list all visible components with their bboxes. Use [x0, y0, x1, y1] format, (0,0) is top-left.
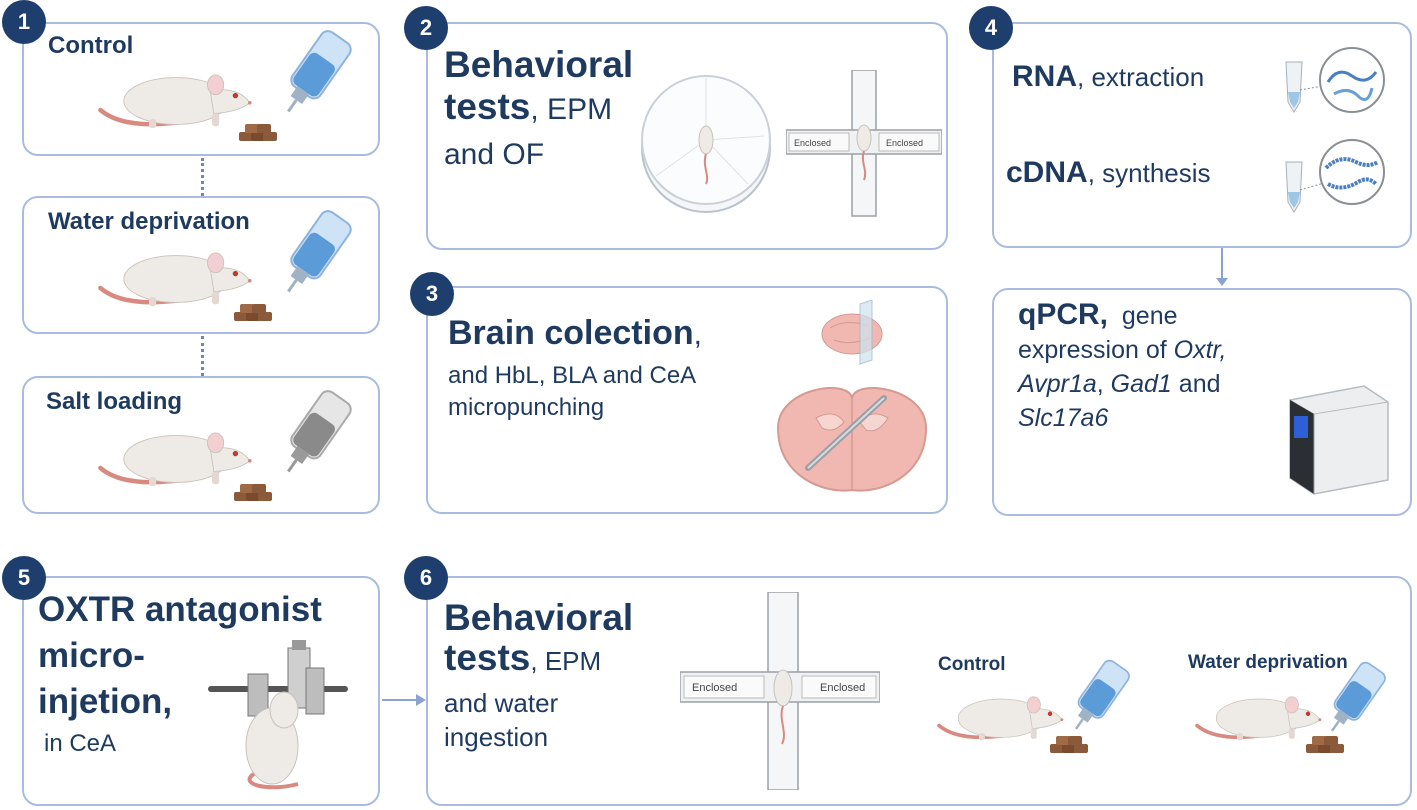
title-bold: Behavioral: [444, 44, 634, 85]
saline-bottle-icon: [286, 388, 356, 483]
title-line3: and OF: [444, 138, 545, 171]
maze-label-enclosed: Enclosed: [886, 138, 923, 148]
maze-label-enclosed: Enclosed: [820, 682, 865, 694]
rna-tube-magnifier-icon: [1285, 47, 1385, 113]
cdna-synthesis-text: cDNA, synthesis: [1006, 156, 1211, 190]
brain-collection-title: Brain colection,: [448, 314, 702, 353]
title-bold: Brain colection: [448, 314, 694, 352]
gene-and: and: [1171, 370, 1221, 398]
food-pellets-icon: [234, 304, 272, 321]
rna-cdna-card: RNA, extraction cDNA, synthesis: [992, 22, 1412, 248]
rna-rest: , extraction: [1077, 62, 1205, 92]
food-pellets-icon: [1306, 736, 1344, 753]
gene-oxtr: Oxtr,: [1173, 336, 1227, 364]
oxtr-line3: injetion,: [38, 682, 173, 721]
behavioral-tests-card: Behavioral tests, EPM and OF Enclosed En…: [426, 22, 948, 250]
step-badge-3: 3: [410, 272, 454, 316]
title-rest: ,: [693, 318, 702, 351]
brain-collection-line2: and HbL, BLA and CeA: [448, 362, 697, 389]
title-rest: , EPM: [530, 93, 613, 126]
brain-slice-icon: [821, 300, 883, 365]
coronal-brain-section-icon: [776, 387, 928, 492]
qpcr-machine-icon: [1289, 385, 1389, 495]
gene-slc17a6: Slc17a6: [1018, 404, 1109, 432]
qpcr-text: qPCR, gene expression of Oxtr, Avpr1a, G…: [1018, 298, 1278, 435]
oxtr-line4: in CeA: [44, 730, 117, 757]
water-deprivation-label: Water deprivation: [1188, 652, 1348, 673]
maze-label-enclosed: Enclosed: [794, 138, 831, 148]
open-field-arena-icon: [641, 75, 771, 213]
food-pellets-icon: [234, 484, 272, 501]
behavioral-water-ingestion-card: Behavioral tests, EPM and water ingestio…: [426, 576, 1412, 806]
title-rest: , EPM: [530, 646, 602, 676]
cdna-bold: cDNA: [1006, 156, 1088, 189]
dotted-connector: [201, 336, 204, 376]
qpcr-line2: expression of: [1018, 336, 1174, 364]
behavioral-tests-title: Behavioral tests, EPM: [444, 598, 633, 681]
rna-extraction-text: RNA, extraction: [1012, 60, 1204, 94]
control-label: Control: [48, 32, 134, 59]
stereotaxic-injection-icon: [208, 640, 348, 790]
control-group-card: Control: [22, 22, 380, 156]
elevated-plus-maze-icon: Enclosed Enclosed: [680, 592, 880, 790]
step-badge-1: 1: [2, 0, 46, 44]
salt-loading-label: Salt loading: [46, 388, 183, 415]
salt-loading-card: Salt loading: [22, 376, 380, 514]
oxtr-line1: OXTR antagonist: [38, 590, 322, 629]
oxtr-antagonist-card: OXTR antagonist micro- injetion, in CeA: [22, 576, 380, 806]
elevated-plus-maze-icon: Enclosed Enclosed: [786, 70, 942, 217]
title-line3: and water: [444, 688, 559, 718]
rna-bold: RNA: [1012, 60, 1077, 93]
water-deprivation-card: Water deprivation: [22, 196, 380, 334]
food-pellets-icon: [239, 124, 277, 141]
title-line4: ingestion: [444, 722, 549, 752]
title-bold: Behavioral: [444, 597, 634, 638]
gene-gad1: Gad1: [1110, 370, 1172, 398]
down-arrow-connector: [1216, 248, 1228, 286]
dotted-connector: [201, 158, 204, 196]
gene-separator: ,: [1096, 370, 1111, 398]
maze-label-enclosed: Enclosed: [692, 682, 737, 694]
control-label: Control: [938, 654, 1006, 675]
behavioral-tests-title: Behavioral tests, EPM and OF: [444, 44, 633, 176]
qpcr-line1-rest: gene: [1121, 302, 1178, 330]
oxtr-line2: micro-: [38, 636, 145, 675]
step-badge-5: 5: [2, 556, 46, 600]
brain-collection-card: Brain colection, and HbL, BLA and CeA mi…: [426, 286, 948, 514]
gene-avpr1a: Avpr1a: [1018, 370, 1097, 398]
step-badge-6: 6: [404, 556, 448, 600]
step-badge-2: 2: [404, 6, 448, 50]
brain-collection-line3: micropunching: [448, 394, 605, 421]
water-bottle-icon: [286, 208, 356, 303]
title-bold: tests: [444, 86, 531, 127]
title-bold: tests: [444, 637, 531, 678]
water-deprivation-label: Water deprivation: [48, 208, 250, 235]
water-bottle-icon: [286, 28, 356, 123]
right-arrow-connector: [382, 694, 426, 706]
qpcr-bold: qPCR,: [1018, 298, 1108, 331]
food-pellets-icon: [1050, 736, 1088, 753]
cdna-rest: , synthesis: [1087, 158, 1211, 188]
qpcr-card: qPCR, gene expression of Oxtr, Avpr1a, G…: [992, 288, 1412, 516]
step-badge-4: 4: [969, 6, 1013, 50]
cdna-tube-magnifier-icon: [1285, 139, 1385, 213]
